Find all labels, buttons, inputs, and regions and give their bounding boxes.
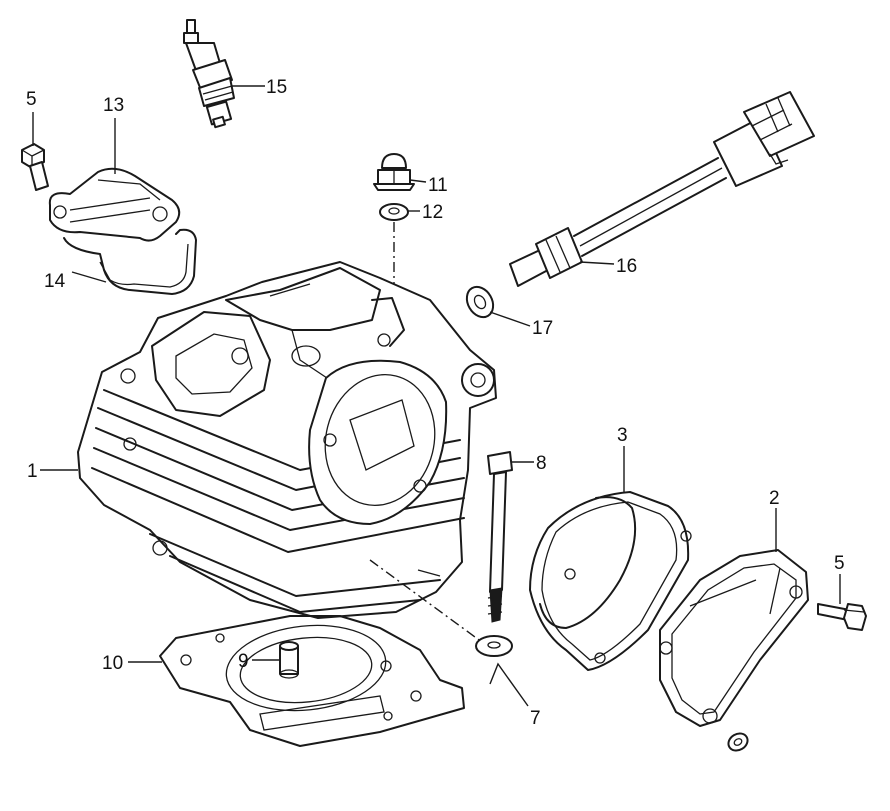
callout-16: 16 <box>616 256 637 277</box>
callout-9: 9 <box>238 651 249 672</box>
bolt-part-right <box>817 603 867 631</box>
head-gasket-part <box>159 615 465 747</box>
callout-8: 8 <box>536 453 547 474</box>
cap-nut-part <box>373 153 415 191</box>
callout-17: 17 <box>532 318 553 339</box>
washer-part-12 <box>379 203 409 221</box>
cover-gasket-part <box>63 228 197 295</box>
callout-10: 10 <box>102 653 123 674</box>
callout-3: 3 <box>617 425 628 446</box>
callout-1: 1 <box>27 461 38 482</box>
washer-part-17 <box>465 285 495 319</box>
callout-5-right: 5 <box>834 553 845 574</box>
cylinder-head-part <box>77 261 497 619</box>
callout-11: 11 <box>428 175 448 196</box>
small-washer-part <box>727 732 749 752</box>
valve-cover-part <box>48 167 181 242</box>
callout-7: 7 <box>530 708 541 729</box>
callout-15: 15 <box>266 77 287 98</box>
callout-14: 14 <box>44 271 66 292</box>
callout-2: 2 <box>769 488 780 509</box>
long-bolt-part <box>487 451 513 623</box>
temperature-sensor-part <box>509 91 815 287</box>
side-cover-part <box>659 549 809 727</box>
spark-plug-part <box>183 19 235 129</box>
callout-12: 12 <box>422 202 443 223</box>
washer-part-7 <box>475 635 513 657</box>
callout-13: 13 <box>103 95 124 116</box>
o-ring-gasket-part <box>529 491 692 671</box>
dowel-pin-part <box>279 641 299 679</box>
bolt-part-left <box>21 143 49 191</box>
callout-5-left: 5 <box>26 89 37 110</box>
